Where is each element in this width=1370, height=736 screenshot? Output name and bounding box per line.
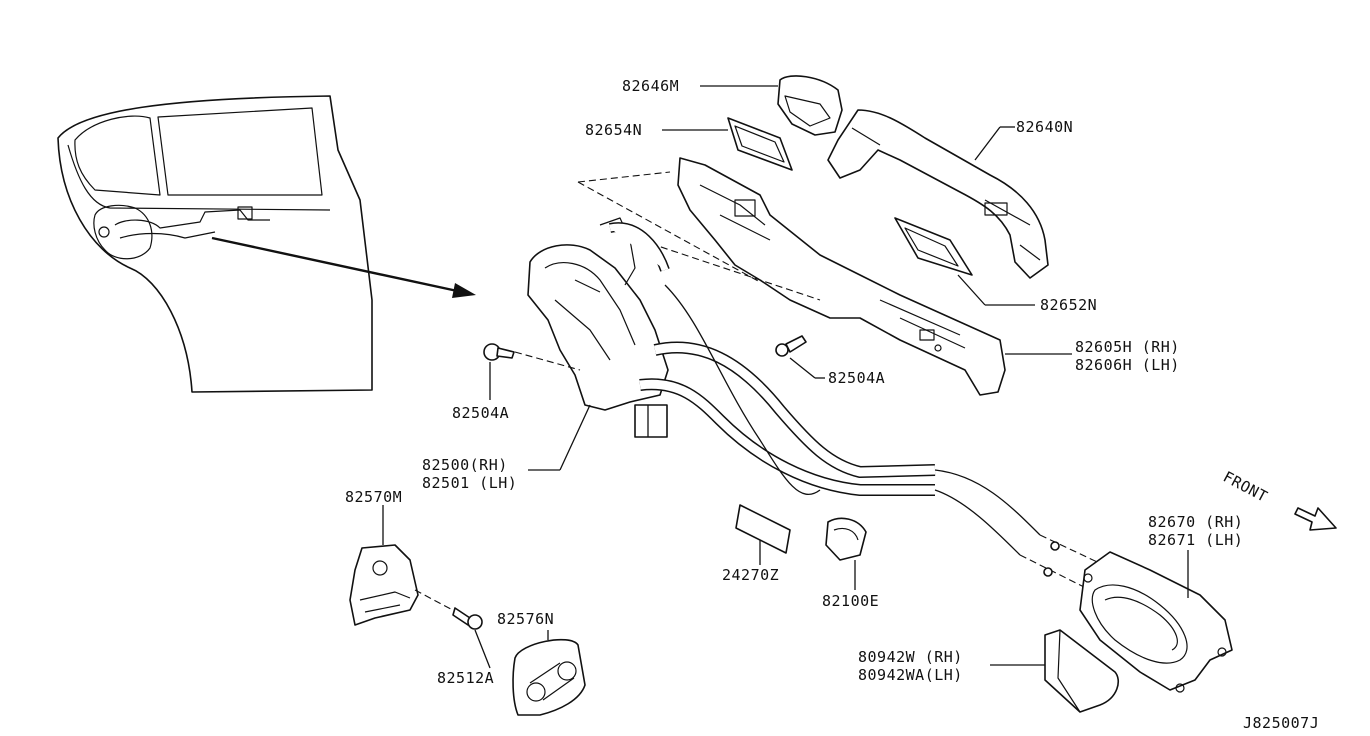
label-82646M: 82646M [622,77,679,95]
lock-cables [609,222,1111,591]
escutcheon-82646M: 82646M [622,75,843,136]
label-82576N: 82576N [497,610,554,628]
label-80942W: 80942W (RH) [858,648,963,666]
handle-bracket-82605H: 82605H (RH) 82606H (LH) [577,157,1180,396]
screw-82504A-left: 82504A [452,343,515,422]
label-82670: 82670 (RH) [1148,513,1243,531]
outside-handle-82640N: 82640N [827,109,1073,279]
label-80942WA: 80942WA(LH) [858,666,963,684]
inside-handle-82670: 82670 (RH) 82671 (LH) [1079,513,1243,693]
label-82512A: 82512A [437,669,494,687]
inside-handle-escutcheon-80942W: 80942W (RH) 80942WA(LH) [858,629,1119,713]
rear-door-overview [57,95,476,393]
label-82100E: 82100E [822,592,879,610]
label-24270Z: 24270Z [722,566,779,584]
door-lock-actuator-82500: 82500(RH) 82501 (LH) [422,217,669,492]
screw-82504A-right: 82504A [775,335,885,387]
clip-82100E: 82100E [822,517,879,610]
label-82605H: 82605H (RH) [1075,338,1180,356]
front-label: FRONT [1220,468,1271,506]
striker-82570M: 82570M [345,488,463,626]
gasket-82652N: 82652N [894,217,1097,314]
label-82504A-right: 82504A [828,369,885,387]
label-82654N: 82654N [585,121,642,139]
label-82652N: 82652N [1040,296,1097,314]
label-82500: 82500(RH) [422,456,508,474]
bolt-82512A: 82512A [437,607,494,687]
label-82606H: 82606H (LH) [1075,356,1180,374]
gasket-82654N: 82654N [585,117,793,171]
diagram-id: J825007J [1243,714,1319,732]
label-82570M: 82570M [345,488,402,506]
label-82504A-left: 82504A [452,404,509,422]
label-82640N: 82640N [1016,118,1073,136]
label-82501: 82501 (LH) [422,474,517,492]
caution-label-24270Z: 24270Z [722,504,791,584]
label-82671: 82671 (LH) [1148,531,1243,549]
striker-cover-82576N: 82576N [497,610,586,716]
